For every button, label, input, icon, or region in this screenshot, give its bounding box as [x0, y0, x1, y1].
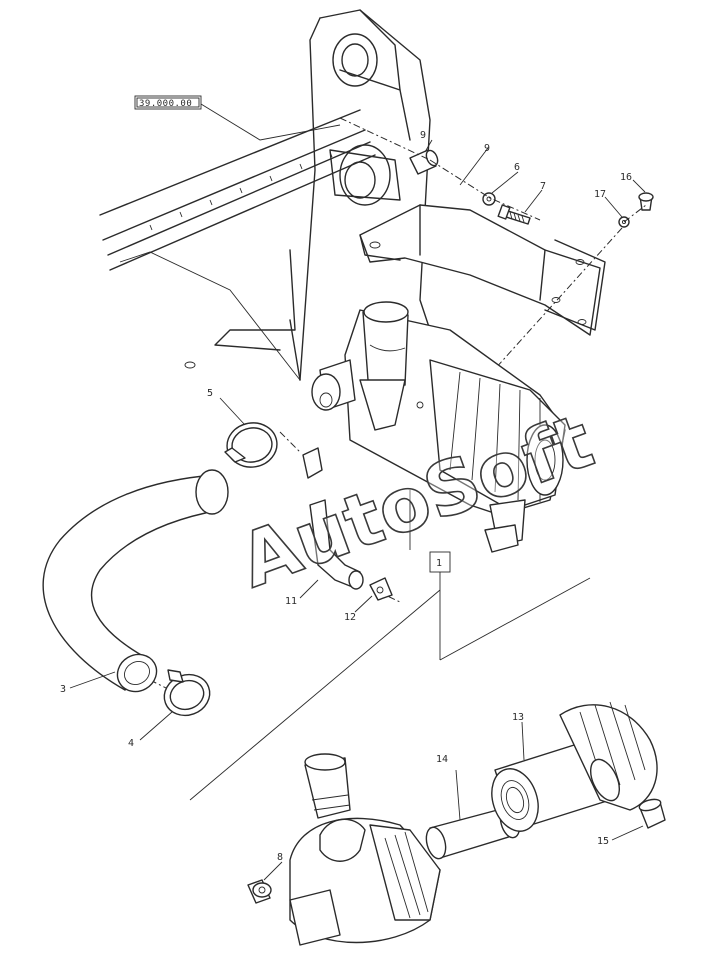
- callout-5: 5: [207, 388, 213, 399]
- callout-17: 17: [594, 189, 606, 200]
- callout-6: 6: [514, 162, 520, 173]
- mounting-bracket: [359, 204, 606, 336]
- screw: [638, 192, 654, 211]
- chassis-frame: [214, 9, 441, 381]
- air-cleaner: [311, 301, 566, 553]
- precleaner-cap: [304, 753, 351, 819]
- callout-11: 11: [285, 596, 297, 607]
- drain-fitting: [247, 879, 272, 904]
- callout-8: 8: [277, 852, 283, 863]
- callout-16: 16: [620, 172, 632, 183]
- hose-clamp-lower: [163, 669, 211, 717]
- tube-clip: [369, 577, 393, 601]
- callout-9: 9: [420, 130, 426, 141]
- callout-7: 7: [540, 181, 546, 192]
- spacer: [409, 149, 439, 175]
- callout-labels: 3 4 5 6 7 8 9 9 11 12 13 14 15 16 17: [60, 130, 632, 863]
- group-tag[interactable]: 1: [189, 490, 591, 801]
- callout-9b: 9: [484, 143, 490, 154]
- reference-tag[interactable]: 39.000.00: [134, 95, 341, 141]
- vacuator-tube: [302, 447, 364, 590]
- frame-rail: [99, 109, 376, 381]
- callout-13: 13: [512, 712, 524, 723]
- dust-valve: [638, 798, 666, 829]
- callout-14: 14: [436, 754, 448, 765]
- reference-tag-label: 39.000.00: [139, 99, 192, 109]
- bolt: [497, 204, 531, 225]
- group-tag-label: 1: [436, 558, 442, 569]
- callout-15: 15: [597, 836, 609, 847]
- hose-clamp-upper: [224, 422, 278, 468]
- callout-4: 4: [128, 738, 134, 749]
- callout-3: 3: [60, 684, 66, 695]
- callout-12: 12: [344, 612, 356, 623]
- air-cleaner-housing: [289, 817, 441, 946]
- air-cleaner-cover: [559, 701, 658, 811]
- inlet-hose: [42, 469, 229, 693]
- primary-element: [491, 739, 611, 832]
- leader-lines: [69, 139, 646, 881]
